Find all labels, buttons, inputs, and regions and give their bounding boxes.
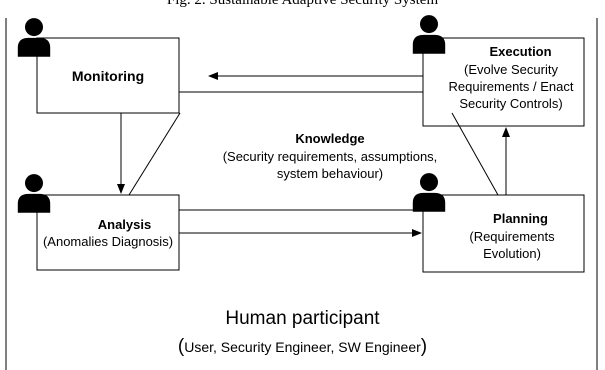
monitoring-title: Monitoring <box>71 68 145 84</box>
analysis-subtitle: (Anomalies Diagnosis) <box>42 234 174 249</box>
roles-close-paren: ) <box>420 336 428 357</box>
planning-box <box>422 194 585 273</box>
knowledge-line-1: (Security requirements, assumptions, <box>222 149 438 164</box>
execution-title: Execution <box>489 44 552 59</box>
execution-line-3: Security Controls) <box>459 96 563 111</box>
human-participant-roles: (User, Security Engineer, SW Engineer) <box>0 337 605 357</box>
person-icon <box>412 15 446 54</box>
person-icon <box>17 18 51 57</box>
execution-box <box>422 37 585 127</box>
human-participant-title: Human participant <box>225 308 380 329</box>
analysis-title: Analysis <box>97 217 152 232</box>
planning-line-1: (Requirements <box>469 229 555 244</box>
planning-title: Planning <box>493 211 548 226</box>
execution-line-2: Requirements / Enact <box>448 79 574 94</box>
roles-open-paren: ( <box>177 336 185 357</box>
knowledge-line-2: system behaviour) <box>276 166 384 181</box>
monitoring-box <box>36 37 180 114</box>
execution-line-1: (Evolve Security <box>464 62 558 77</box>
figure-caption: Fig. 2. Sustainable Adaptive Security Sy… <box>166 0 439 8</box>
knowledge-line-monitoring <box>128 112 181 196</box>
person-icon <box>17 174 51 213</box>
planning-line-2: Evolution) <box>483 246 541 261</box>
roles-text: User, Security Engineer, SW Engineer <box>184 339 421 355</box>
knowledge-title: Knowledge <box>295 131 365 146</box>
knowledge-line-execution <box>451 112 499 196</box>
